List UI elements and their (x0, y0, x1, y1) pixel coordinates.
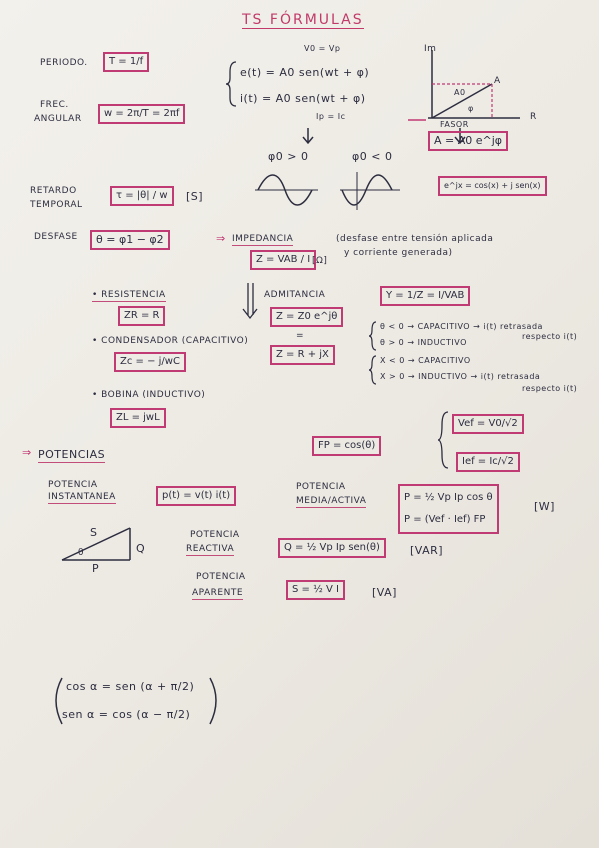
triangle-theta-label: θ (78, 548, 85, 558)
admitancia-label: ADMITANCIA (264, 290, 326, 300)
trig-line2: sen α = cos (α − π/2) (62, 708, 191, 721)
desfase-formula: θ = φ1 − φ2 (90, 230, 170, 250)
resistencia-formula: ZR = R (118, 306, 166, 326)
apar-label1: POTENCIA (196, 572, 246, 582)
apar-formula: S = ½ V I (286, 580, 345, 600)
impedancia-arrow: ⇒ (216, 232, 226, 245)
temporal-label: TEMPORAL (30, 200, 83, 210)
frec-formula: w = 2π/T = 2πf (98, 104, 186, 124)
inst-formula: p(t) = v(t) i(t) (156, 486, 237, 506)
frec-label: FREC. (40, 100, 69, 110)
impedancia-label: IMPEDANCIA (232, 234, 294, 246)
inst-label1: POTENCIA (48, 480, 98, 490)
potencias-label: POTENCIAS (38, 448, 106, 463)
desfase-label: DESFASE (34, 232, 78, 242)
phasor-a0-label: A0 (454, 88, 466, 97)
x-negative: X < 0 → CAPACITIVO (380, 356, 471, 365)
phi-negative: φ0 < 0 (352, 150, 393, 163)
media-formula-2: P = (Vef · Ief) FP (404, 514, 486, 525)
phasor-phi-label: φ (468, 104, 474, 113)
power-triangle (61, 527, 131, 561)
euler-formula: e^jx = cos(x) + j sen(x) (438, 176, 547, 196)
x-positive: X > 0 → INDUCTIVO → i(t) retrasada (380, 372, 541, 381)
retardo-unit: [S] (186, 190, 204, 203)
reac-label1: POTENCIA (190, 530, 240, 540)
impedancia-formula: Z = VAB / I (250, 250, 317, 270)
reac-label2: REACTIVA (186, 544, 235, 556)
x-positive-note: respecto i(t) (522, 384, 578, 393)
triangle-p-label: P (92, 562, 100, 575)
impedancia-note1: (desfase entre tensión aplicada (336, 234, 494, 244)
impedancia-note2: y corriente generada) (344, 248, 453, 258)
periodo-formula: T = 1/f (103, 52, 150, 72)
angular-label: ANGULAR (34, 114, 82, 124)
axis-re-label: R (530, 112, 537, 122)
inst-label2: INSTANTANEA (48, 492, 116, 504)
triangle-s-label: S (90, 526, 98, 539)
theta-negative: θ < 0 → CAPACITIVO → i(t) retrasada (380, 322, 543, 331)
phasor-a-label: A (494, 76, 501, 86)
axis-im-label: Im (424, 44, 437, 54)
media-label1: POTENCIA (296, 482, 346, 492)
impedancia-polar: Z = Z0 e^jθ (270, 307, 344, 327)
media-unit: [W] (534, 500, 555, 513)
fasor-label: FASOR (440, 120, 469, 129)
vef-formula: Vef = V0/√2 (452, 414, 524, 434)
phi-positive: φ0 > 0 (268, 150, 309, 163)
trig-line1: cos α = sen (α + π/2) (66, 680, 195, 693)
media-formula-box: P = ½ Vp Ip cos θ P = (Vef · Ief) FP (398, 484, 499, 534)
condensador-formula: Zc = − j/wC (114, 352, 186, 372)
signal-i: i(t) = A0 sen(wt + φ) (240, 92, 366, 105)
triangle-q-label: Q (136, 542, 146, 555)
media-formula-1: P = ½ Vp Ip cos θ (404, 492, 493, 503)
admitancia-formula: Y = 1/Z = I/VAB (380, 286, 471, 306)
fp-formula: FP = cos(θ) (312, 436, 382, 456)
impedancia-rect: Z = R + jX (270, 345, 335, 365)
signal-top-note: V0 = Vp (304, 44, 341, 53)
reac-formula: Q = ½ Vp Ip sen(θ) (278, 538, 386, 558)
apar-unit: [VA] (372, 586, 397, 599)
equivalence-mark: = (296, 331, 305, 341)
theta-positive: θ > 0 → INDUCTIVO (380, 338, 467, 347)
potencias-arrow: ⇒ (22, 446, 32, 459)
media-label2: MEDIA/ACTIVA (296, 496, 367, 508)
apar-label2: APARENTE (192, 588, 244, 600)
condensador-label: • CONDENSADOR (CAPACITIVO) (92, 336, 249, 346)
signal-bottom-note: Ip = Ic (316, 112, 346, 121)
phasor-diagram (408, 50, 520, 121)
reac-unit: [VAR] (410, 544, 444, 557)
page-title: TS FÓRMULAS (242, 12, 364, 29)
retardo-label: RETARDO (30, 186, 77, 196)
bobina-formula: ZL = jwL (110, 408, 166, 428)
theta-negative-note: respecto i(t) (522, 332, 578, 341)
retardo-formula: τ = |θ| / w (110, 186, 174, 206)
resistencia-label: • RESISTENCIA (92, 290, 166, 302)
ief-formula: Ief = Ic/√2 (456, 452, 520, 472)
bobina-label: • BOBINA (INDUCTIVO) (92, 390, 206, 400)
fasor-formula: A = A0 e^jφ (428, 131, 509, 151)
impedancia-unit: [Ω] (312, 256, 328, 266)
signal-e: e(t) = A0 sen(wt + φ) (240, 66, 370, 79)
periodo-label: PERIODO. (40, 58, 88, 68)
